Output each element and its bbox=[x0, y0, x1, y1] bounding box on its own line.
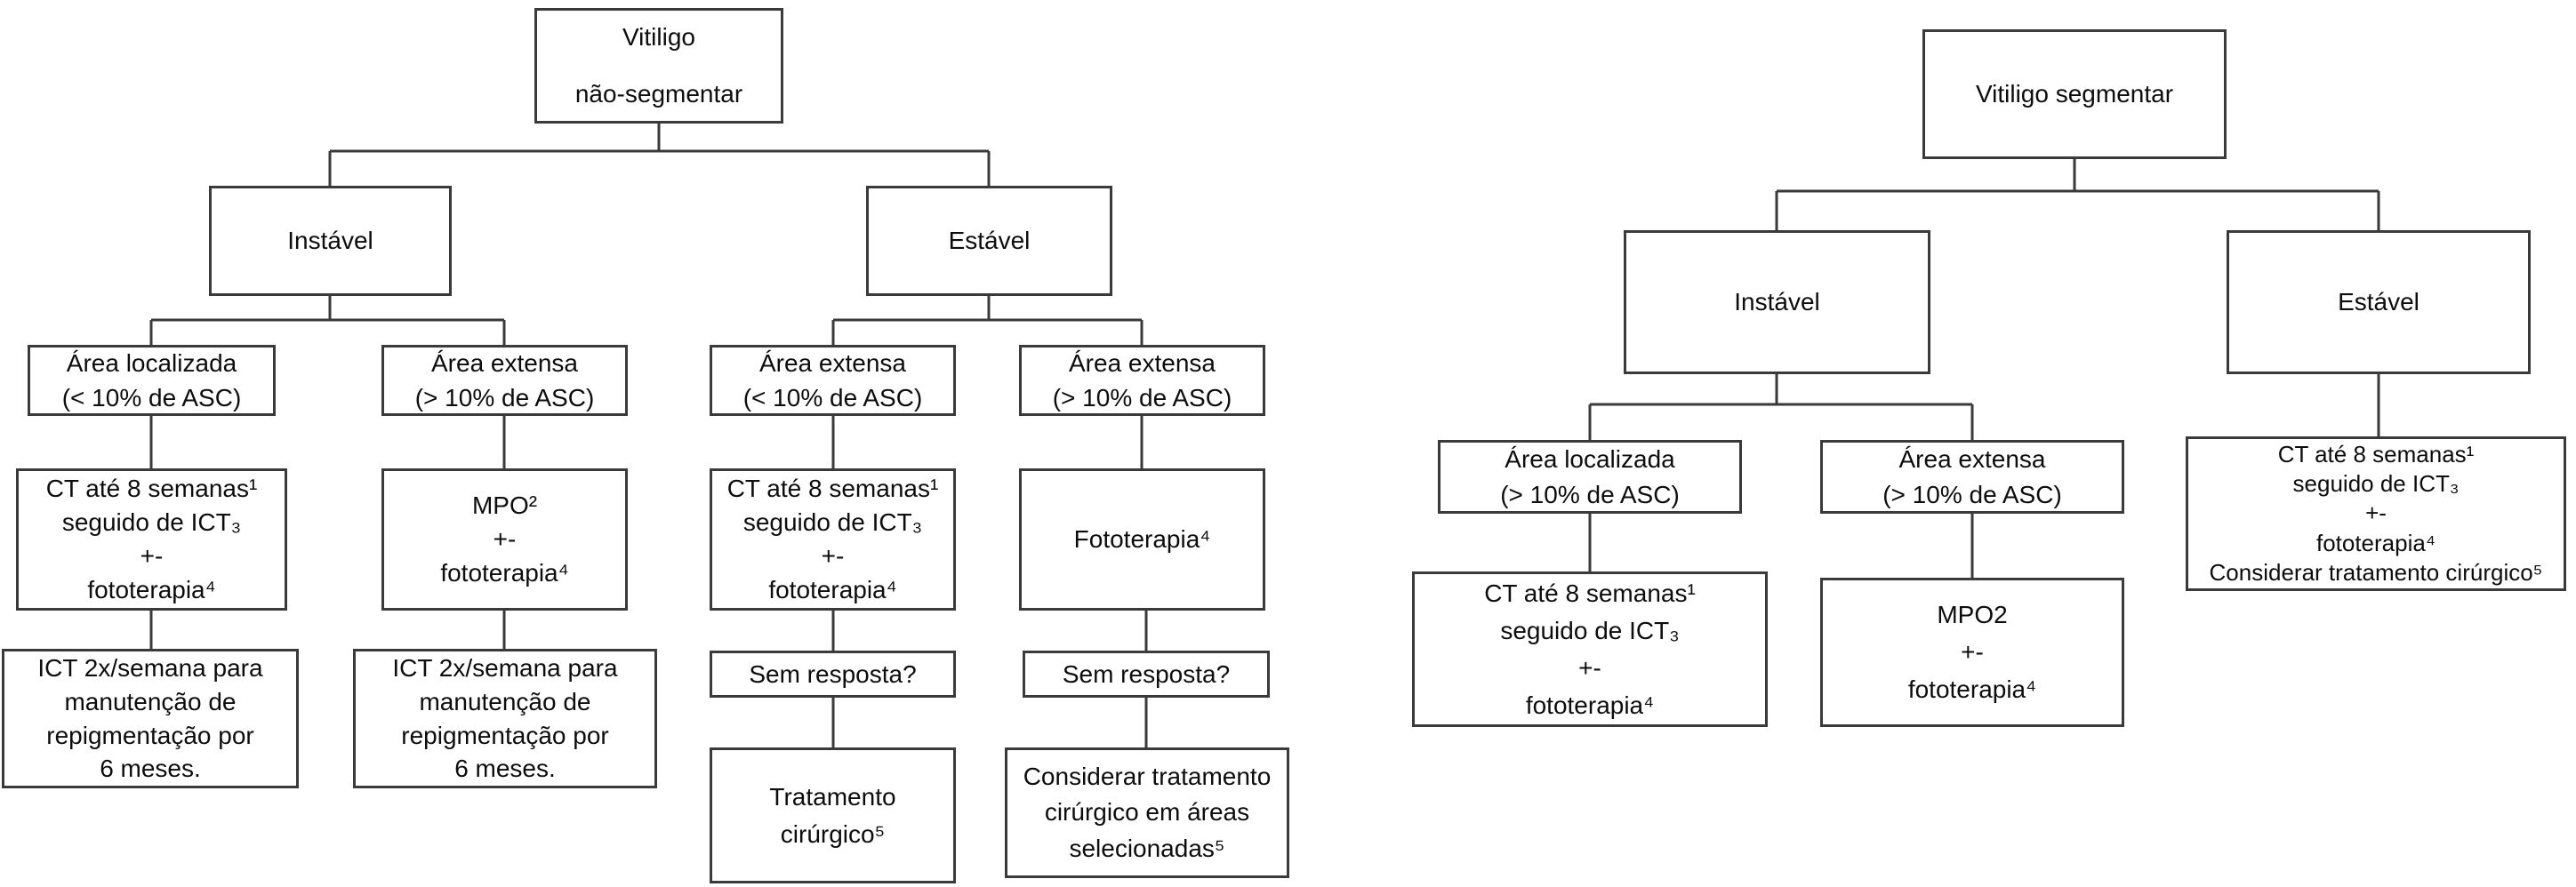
node-right-instavel: Instável bbox=[1624, 230, 1930, 374]
node-vitiligo-segmentar: Vitiligo segmentar bbox=[1922, 29, 2227, 159]
node-left-area-extensa-gt10-b: Área extensa(> 10% de ASC) bbox=[1019, 345, 1265, 416]
node-left-area-extensa-gt10: Área extensa(> 10% de ASC) bbox=[381, 345, 628, 416]
node-left-estavel: Estável bbox=[866, 186, 1112, 296]
node-left-mpo-fototerapia: MPO²+-fototerapia⁴ bbox=[381, 468, 628, 611]
node-right-area-extensa-gt10: Área extensa(> 10% de ASC) bbox=[1820, 440, 2124, 514]
node-right-mpo2-fototerapia: MPO2+-fototerapia⁴ bbox=[1820, 578, 2124, 727]
node-left-sem-resposta-b: Sem resposta? bbox=[1023, 651, 1270, 698]
node-left-area-extensa-lt10: Área extensa(< 10% de ASC) bbox=[710, 345, 956, 416]
node-left-instavel: Instável bbox=[209, 186, 452, 296]
node-left-sem-resposta-a: Sem resposta? bbox=[710, 651, 956, 698]
right-tree-connectors bbox=[1588, 159, 2380, 578]
node-left-fototerapia: Fototerapia⁴ bbox=[1019, 468, 1265, 611]
node-left-area-localizada-lt10: Área localizada(< 10% de ASC) bbox=[28, 345, 276, 416]
left-tree-connectors bbox=[149, 124, 1148, 747]
node-right-area-localizada-gt10: Área localizada(> 10% de ASC) bbox=[1438, 440, 1742, 514]
node-right-estavel: Estável bbox=[2227, 230, 2531, 374]
